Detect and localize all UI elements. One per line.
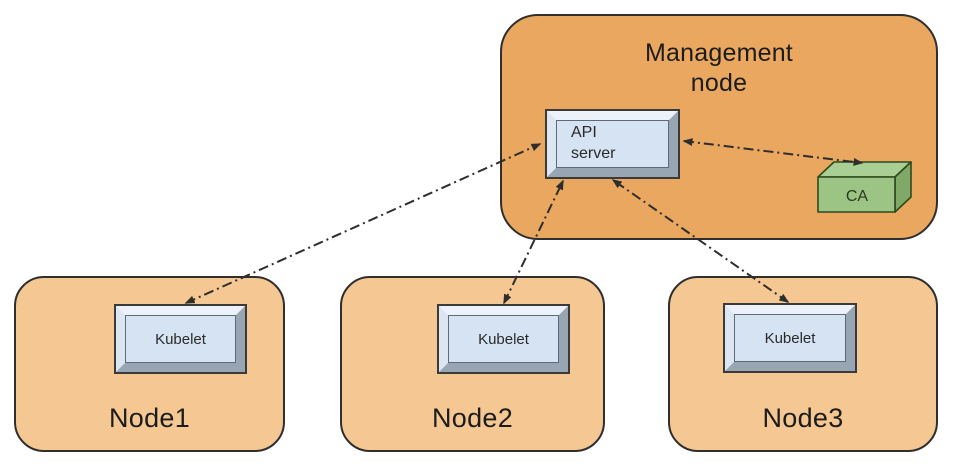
api-server-label: API server — [556, 120, 669, 168]
management-node-box: Management node API server — [500, 14, 938, 240]
node1-kubelet-box: Kubelet — [114, 304, 247, 374]
node1-kubelet-label: Kubelet — [125, 315, 236, 363]
node3-label: Node3 — [762, 403, 844, 433]
node3-kubelet-label: Kubelet — [734, 314, 846, 362]
api-server-bevel: API server — [547, 111, 678, 177]
node2-kubelet-box: Kubelet — [437, 304, 570, 374]
node2-kubelet-label: Kubelet — [448, 315, 559, 363]
node2-box: Kubelet Node2 — [340, 276, 605, 452]
node1-label: Node1 — [108, 403, 191, 433]
api-server-box: API server — [545, 109, 680, 179]
node1-kubelet-bevel: Kubelet — [116, 306, 245, 372]
node2-kubelet-bevel: Kubelet — [439, 306, 568, 372]
node3-kubelet-bevel: Kubelet — [725, 305, 855, 371]
node2-label: Node2 — [431, 403, 514, 433]
node1-box: Kubelet Node1 — [14, 276, 285, 452]
management-node-title: Management node — [645, 39, 793, 97]
node3-kubelet-box: Kubelet — [723, 303, 857, 373]
node3-box: Kubelet Node3 — [668, 276, 938, 452]
